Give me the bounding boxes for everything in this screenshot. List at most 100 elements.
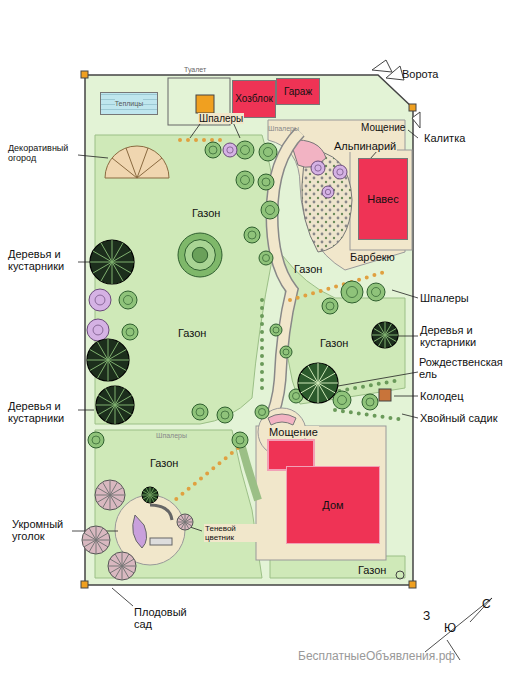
- plant-symbol: [341, 281, 363, 303]
- plant-stroke: [90, 360, 108, 371]
- plant-stroke: [318, 383, 319, 403]
- box-label: Навес: [367, 193, 398, 206]
- callout-label: Декоративный огород: [8, 143, 80, 163]
- gate-label: Ворота: [402, 68, 438, 80]
- plant-stroke: [87, 360, 108, 361]
- plant-symbol: [192, 404, 208, 420]
- garage-box: Гараж: [276, 78, 320, 105]
- greenhouse-box: Теплицы: [100, 92, 158, 115]
- lawn-label: Газон: [178, 327, 206, 339]
- plant-symbol: [196, 408, 204, 416]
- plant-stroke: [143, 495, 150, 499]
- plant-symbol: [119, 291, 137, 309]
- plant-stroke: [108, 339, 109, 360]
- plant-symbol: [223, 143, 237, 157]
- plant-symbol: [362, 394, 378, 410]
- callout-label: Плодовый сад: [134, 606, 194, 630]
- plant-stroke: [108, 350, 126, 361]
- plant-symbol: [209, 146, 217, 154]
- plant-symbol: [372, 322, 398, 348]
- canopy-box: Навес: [358, 158, 408, 240]
- plant-symbol: [241, 146, 250, 155]
- plant-symbol: [264, 148, 273, 157]
- box-label: Дом: [322, 499, 343, 512]
- plant-symbol: [263, 255, 270, 262]
- compass-letter: С: [482, 598, 491, 611]
- plant-stroke: [385, 329, 396, 336]
- plant-symbol: [177, 514, 193, 530]
- compass-letter: З: [423, 610, 430, 623]
- plant-stroke: [122, 566, 123, 580]
- plant-stroke: [372, 335, 385, 336]
- plant-symbol: [126, 328, 134, 336]
- plant-stroke: [99, 405, 115, 415]
- plant-symbol: [87, 319, 109, 341]
- paving-label: Мощение: [268, 426, 319, 438]
- plant-stroke: [108, 360, 129, 361]
- plant-symbol: [192, 247, 207, 262]
- plant-symbol: [227, 147, 233, 153]
- plant-stroke: [82, 540, 96, 541]
- plant-symbol: [82, 526, 110, 554]
- plant-stroke: [96, 526, 97, 540]
- plant-stroke: [95, 495, 110, 496]
- plant-stroke: [122, 566, 129, 578]
- plant-stroke: [112, 251, 131, 262]
- plant-symbol: [270, 324, 282, 336]
- callout-label: Теневой цветник: [204, 524, 266, 542]
- plant-stroke: [96, 540, 97, 554]
- plant-stroke: [96, 540, 110, 541]
- plant-symbol: [333, 391, 351, 409]
- plant-symbol: [241, 176, 250, 185]
- plant-stroke: [185, 522, 189, 529]
- trellis-label: Шпалеры: [198, 113, 244, 124]
- plant-stroke: [301, 383, 318, 393]
- plant-symbol: [236, 171, 254, 189]
- plant-stroke: [97, 495, 110, 503]
- plant-symbol: [322, 298, 338, 314]
- plant-stroke: [108, 360, 119, 378]
- plant-stroke: [112, 240, 113, 262]
- plant-stroke: [385, 335, 392, 346]
- plant-symbol: [273, 327, 279, 333]
- plant-stroke: [96, 405, 115, 406]
- plant-stroke: [374, 335, 385, 342]
- plant-stroke: [110, 480, 111, 495]
- plant-symbol: [248, 231, 256, 239]
- plant-symbol: [122, 324, 138, 340]
- plant-symbol: [325, 189, 330, 194]
- plant-symbol: [88, 432, 104, 448]
- plant-symbol: [367, 283, 385, 301]
- plant-stroke: [110, 495, 118, 508]
- plant-symbol: [322, 186, 334, 198]
- plant-symbol: [333, 165, 347, 179]
- plant-symbol: [221, 411, 229, 419]
- plant-stroke: [298, 383, 318, 384]
- plant-stroke: [150, 495, 154, 502]
- plant-symbol: [92, 436, 100, 444]
- plant-stroke: [115, 405, 125, 421]
- plant-stroke: [93, 262, 112, 273]
- alpine-label: Альпинарий: [333, 140, 397, 152]
- toilet-label: Туалет: [184, 66, 206, 74]
- plant-symbol: [366, 398, 374, 406]
- plant-stroke: [385, 322, 386, 335]
- plant-stroke: [84, 540, 96, 547]
- plant-stroke: [112, 262, 123, 281]
- plant-stroke: [112, 262, 113, 284]
- plant-stroke: [181, 515, 185, 522]
- plant-symbol: [217, 407, 233, 423]
- plant-symbol: [293, 393, 300, 400]
- plant-symbol: [236, 141, 254, 159]
- plant-stroke: [318, 363, 319, 383]
- plant-stroke: [115, 405, 116, 424]
- plant-stroke: [103, 482, 111, 495]
- callout-label: Деревья и кустарники: [8, 400, 80, 424]
- plant-stroke: [115, 396, 131, 406]
- paving-label: Мощение: [361, 122, 405, 133]
- plant-stroke: [318, 383, 338, 384]
- plant-stroke: [122, 552, 123, 566]
- plant-stroke: [89, 528, 96, 540]
- plant-symbol: [142, 487, 158, 503]
